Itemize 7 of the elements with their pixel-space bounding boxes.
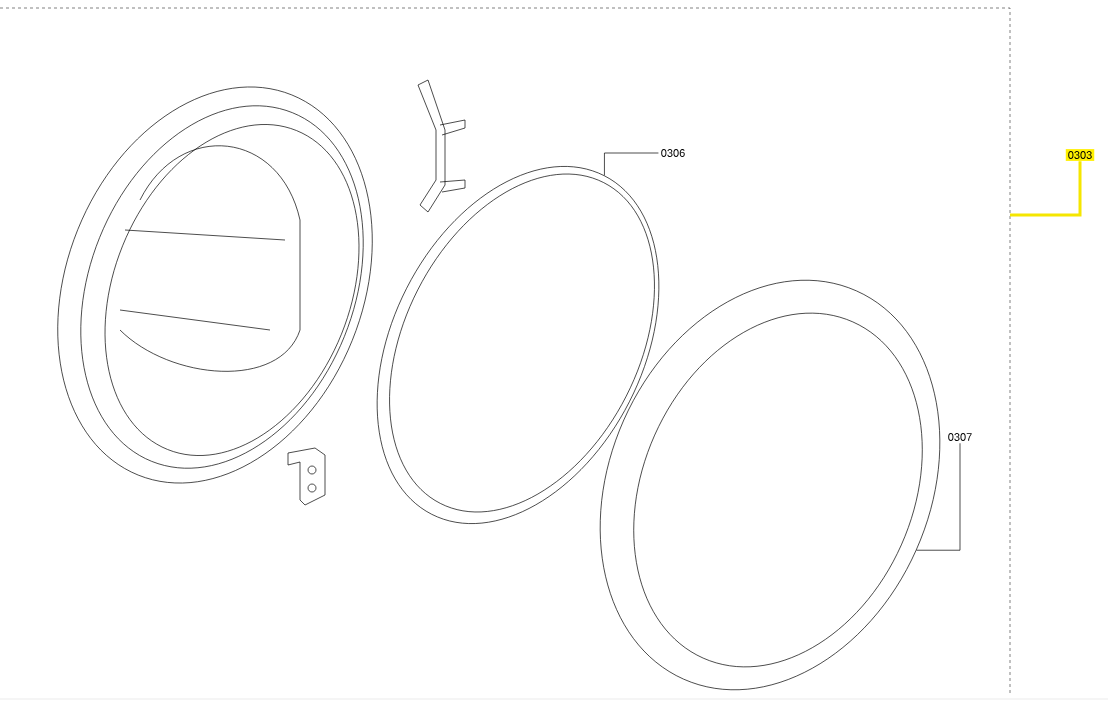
leader-line (604, 152, 659, 176)
callout-number: 0307 (948, 433, 972, 441)
leader-line (1010, 161, 1082, 217)
callout-number: 0303 (1065, 149, 1095, 161)
callout-number: 0306 (661, 149, 685, 157)
leader-line (916, 442, 961, 551)
door-part-drawing (599, 280, 941, 690)
